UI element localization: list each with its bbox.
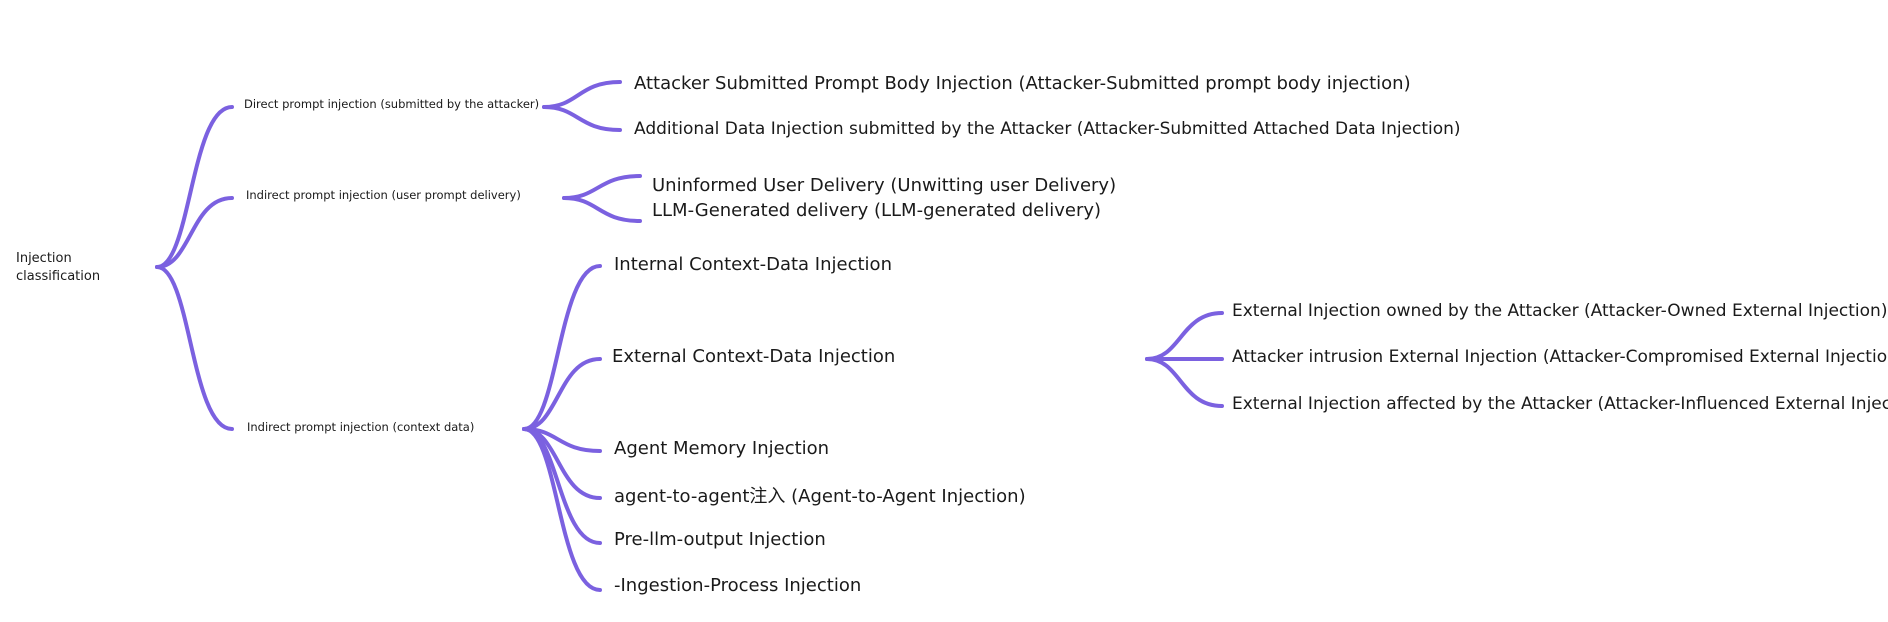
leaf-pre-llm-output-injection: Pre-llm-output Injection — [614, 529, 826, 550]
leaf-unwitting-user-delivery: Uninformed User Delivery (Unwitting user… — [652, 175, 1117, 196]
leaf-attacker-influenced-external: External Injection affected by the Attac… — [1232, 394, 1888, 414]
leaf-prompt-body-injection: Attacker Submitted Prompt Body Injection… — [634, 73, 1411, 94]
branch-user-delivery-label: Indirect prompt injection (user prompt d… — [246, 188, 521, 202]
branch-direct-injection-label: Direct prompt injection (submitted by th… — [244, 97, 540, 111]
connector-context-child-1 — [522, 264, 602, 431]
connector-root-context-data — [155, 265, 234, 431]
branch-context-data-label: Indirect prompt injection (context data) — [247, 420, 475, 434]
connector-user-llm — [562, 196, 642, 223]
connector-external-influenced — [1145, 357, 1224, 408]
root-node-label: Injection classification — [16, 251, 101, 284]
leaf-attacker-owned-external: External Injection owned by the Attacker… — [1232, 301, 1888, 321]
connector-root-user-delivery — [155, 196, 234, 269]
leaf-attached-data-injection: Additional Data Injection submitted by t… — [634, 119, 1461, 139]
leaf-external-context-injection: External Context-Data Injection — [612, 346, 896, 367]
connector-external-owned — [1145, 311, 1224, 361]
leaf-agent-memory-injection: Agent Memory Injection — [614, 438, 830, 459]
leaf-attacker-compromised-external: Attacker intrusion External Injection (A… — [1232, 347, 1888, 367]
connector-user-unwitting — [562, 174, 642, 200]
leaf-llm-generated-delivery: LLM-Generated delivery (LLM-generated de… — [652, 200, 1102, 221]
connector-root-direct — [155, 105, 234, 269]
connector-context-child-6 — [522, 427, 602, 592]
leaf-internal-context-injection: Internal Context-Data Injection — [614, 254, 892, 275]
connector-direct-attached — [542, 105, 622, 132]
connector-direct-body — [542, 80, 622, 109]
leaf-agent-to-agent-injection: agent-to-agent注入 (Agent-to-Agent Injecti… — [614, 486, 1026, 507]
connector-context-child-2 — [522, 357, 602, 431]
leaf-ingestion-process-injection: -Ingestion-Process Injection — [614, 575, 862, 596]
